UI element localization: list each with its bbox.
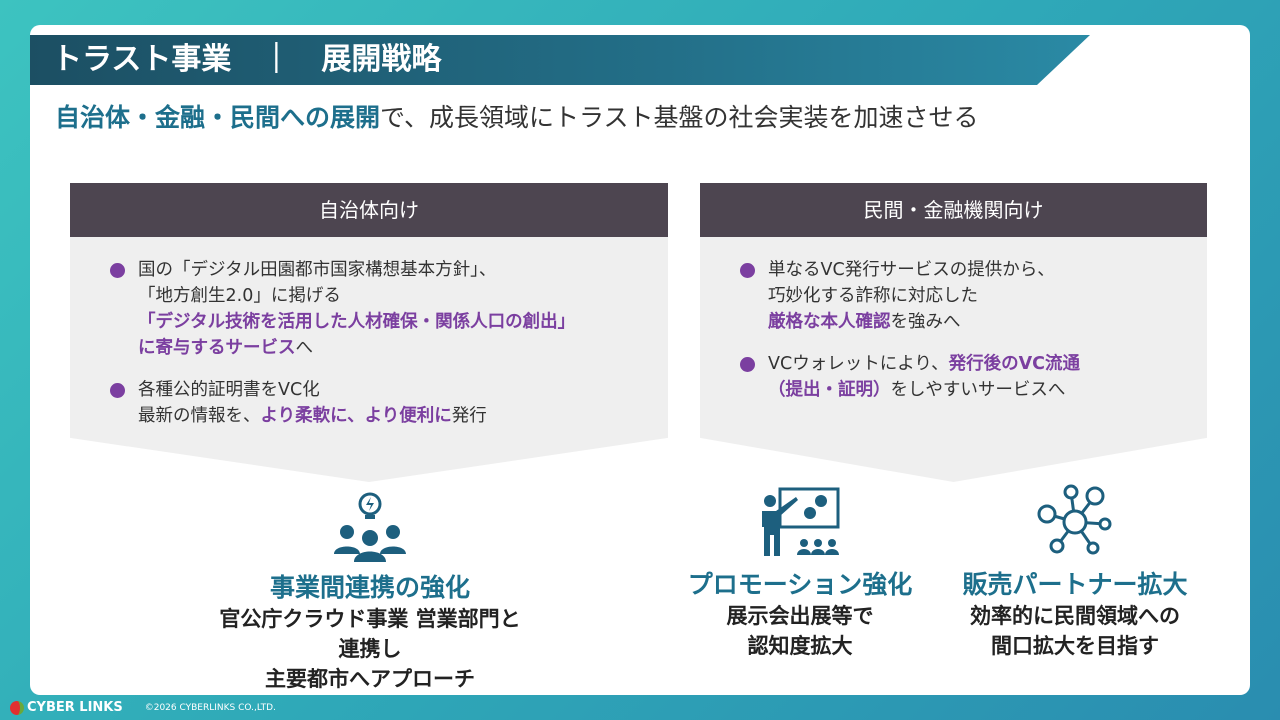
text: 「地方創生2.0」に掲げる: [138, 286, 341, 306]
strategy-desc: 間口拡大を目指す: [991, 634, 1159, 658]
text: 国の「デジタル田園都市国家構想基本方針」、: [138, 260, 497, 280]
company-logo: CYBER LINKS: [10, 700, 123, 715]
text: 単なるVC発行サービスの提供から、: [768, 260, 1055, 280]
bullet-icon: [740, 263, 755, 278]
logo-text: CYBER LINKS: [27, 700, 123, 715]
panel-header: 民間・金融機関向け: [700, 183, 1207, 237]
text: 最新の情報を、: [138, 406, 261, 426]
strategy-desc: 主要都市へアプローチ: [265, 667, 475, 691]
highlight: 「デジタル技術を活用した人材確保・関係人口の創出」: [138, 312, 576, 332]
strategy-desc: 認知度拡大: [747, 634, 853, 658]
team-idea-icon: [334, 492, 406, 562]
panel-header: 自治体向け: [70, 183, 668, 237]
network-icon: [1037, 484, 1112, 555]
strategy-desc: 効率的に民間領域への: [970, 604, 1180, 628]
text: を強みへ: [890, 312, 961, 332]
strategy-title: 販売パートナー拡大: [962, 570, 1188, 599]
list-item: 国の「デジタル田園都市国家構想基本方針」、 「地方創生2.0」に掲げる 「デジタ…: [110, 257, 668, 361]
subtitle-rest: で、成長領域にトラスト基盤の社会実装を加速させる: [380, 103, 979, 132]
copyright: ©2026 CYBERLINKS CO.,LTD.: [144, 702, 276, 713]
text: へ: [295, 338, 314, 358]
bullet-icon: [110, 263, 125, 278]
strategy-partners: 販売パートナー拡大 効率的に民間領域への 間口拡大を目指す: [945, 484, 1205, 661]
highlight: に寄与するサービス: [138, 338, 296, 358]
list-item: VCウォレットにより、発行後のVC流通 （提出・証明）をしやすいサービスへ: [740, 351, 1207, 403]
list-item: 各種公的証明書をVC化 最新の情報を、より柔軟に、より便利に発行: [110, 377, 668, 429]
logo-icon: [10, 700, 24, 715]
strategy-title: 事業間連携の強化: [269, 573, 470, 602]
text: 巧妙化する詐称に対応した: [768, 286, 978, 306]
strategy-desc: 官公庁クラウド事業 営業部門と連携し: [219, 607, 521, 661]
text: をしやすいサービスへ: [890, 380, 1066, 400]
highlight: 発行後のVC流通: [948, 354, 1081, 374]
strategy-collaboration: 事業間連携の強化 官公庁クラウド事業 営業部門と連携し 主要都市へアプローチ: [215, 490, 525, 694]
municipal-panel: 自治体向け 国の「デジタル田園都市国家構想基本方針」、 「地方創生2.0」に掲げ…: [70, 183, 668, 482]
highlight: 厳格な本人確認: [768, 312, 891, 332]
footer: CYBER LINKS ©2026 CYBERLINKS CO.,LTD.: [10, 700, 276, 715]
highlight: （提出・証明）: [768, 380, 891, 400]
subtitle-highlight: 自治体・金融・民間への展開: [55, 103, 381, 132]
text: 発行: [451, 406, 487, 426]
highlight: より柔軟に、より便利に: [260, 406, 452, 426]
subtitle: 自治体・金融・民間への展開で、成長領域にトラスト基盤の社会実装を加速させる: [55, 98, 979, 134]
strategy-title: プロモーション強化: [687, 570, 913, 599]
page-title: トラスト事業 ｜ 展開戦略: [30, 35, 1090, 85]
list-item: 単なるVC発行サービスの提供から、 巧妙化する詐称に対応した 厳格な本人確認を強…: [740, 257, 1207, 335]
text: VCウォレットにより、: [768, 354, 949, 374]
strategy-desc: 展示会出展等で: [726, 604, 874, 628]
bullet-icon: [740, 357, 755, 372]
text: 各種公的証明書をVC化: [138, 380, 320, 400]
strategy-promotion: プロモーション強化 展示会出展等で 認知度拡大: [670, 487, 930, 661]
bullet-icon: [110, 383, 125, 398]
presentation-icon: [762, 487, 840, 556]
private-finance-panel: 民間・金融機関向け 単なるVC発行サービスの提供から、 巧妙化する詐称に対応した…: [700, 183, 1207, 482]
